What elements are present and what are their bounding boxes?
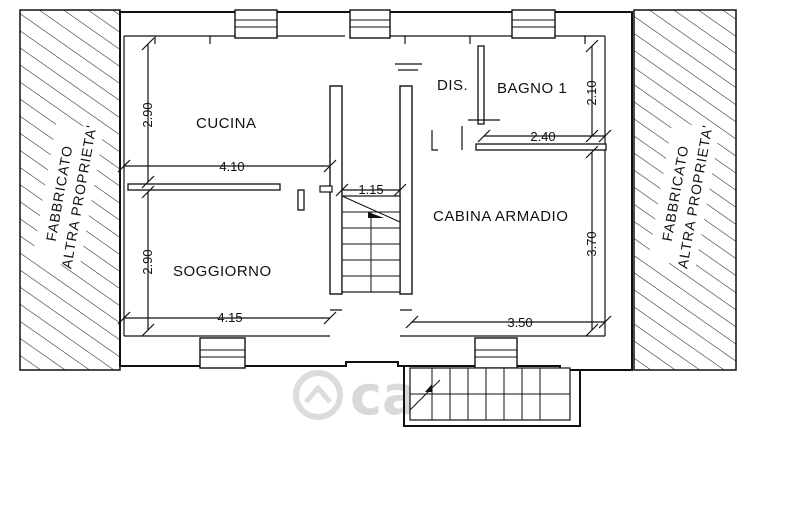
dim-living-height: 2.90	[140, 249, 155, 274]
dim-stair-width: 1.15	[358, 182, 383, 197]
room-label-kitchen: CUCINA	[196, 115, 257, 132]
internal-walls	[127, 45, 607, 311]
neighbor-label-left: FABBRICATO ALTRA PROPRIETA'	[32, 121, 104, 270]
dim-kitchen-height: 2.90	[140, 102, 155, 127]
dim-kitchen-width: 4.10	[219, 159, 244, 174]
dim-bath-width: 2.40	[530, 129, 555, 144]
dimension-lines	[117, 37, 612, 337]
dim-wardrobe-width: 3.50	[507, 315, 532, 330]
room-label-living: SOGGIORNO	[173, 263, 272, 280]
room-label-hall: DIS.	[437, 77, 468, 94]
windows-bottom	[199, 337, 518, 369]
dim-wardrobe-height: 3.70	[584, 231, 599, 256]
room-label-bath: BAGNO 1	[497, 80, 567, 97]
windows-top	[234, 9, 556, 39]
inner-stair	[341, 195, 401, 293]
outer-walls	[119, 11, 633, 371]
exterior-stair	[398, 365, 581, 427]
dim-bath-height: 2.10	[584, 80, 599, 105]
room-label-wardrobe: CABINA ARMADIO	[433, 208, 568, 225]
dim-living-width: 4.15	[217, 310, 242, 325]
